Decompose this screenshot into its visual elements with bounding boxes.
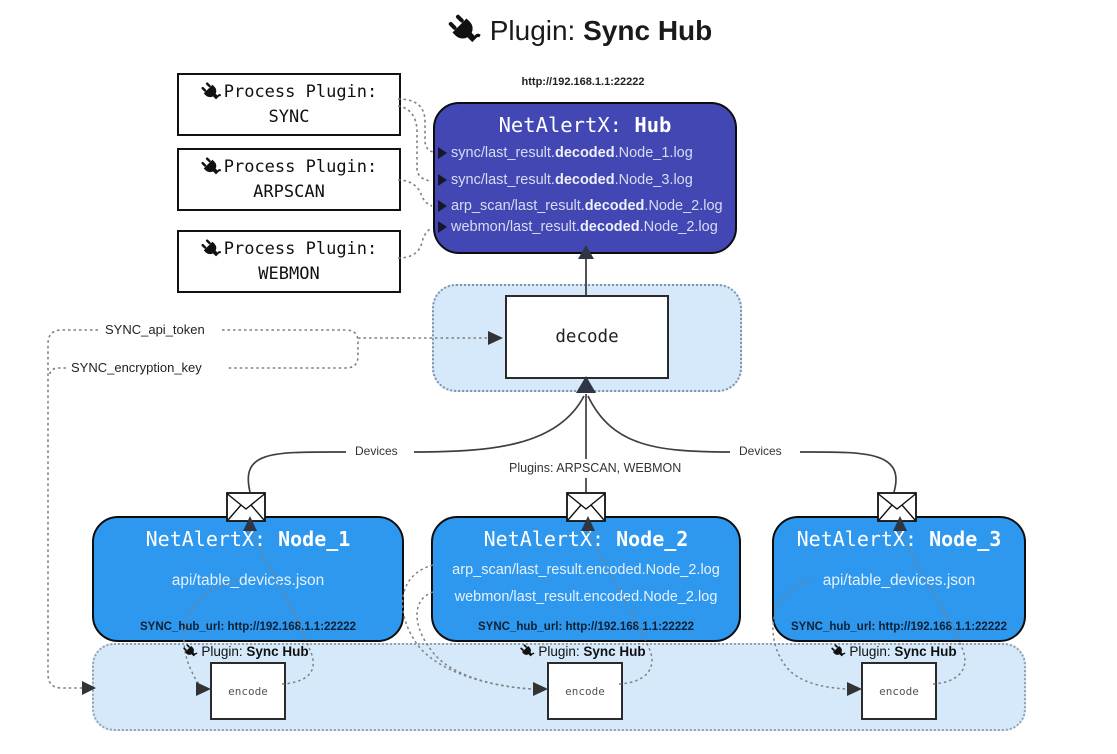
encode-box-2: encode (547, 662, 623, 720)
edge-nodes-to-decode (247, 394, 897, 493)
process-plugin-label: Process Plugin: (223, 238, 378, 259)
encode-label: encode (879, 684, 919, 698)
plug-icon (183, 644, 199, 659)
node-box-2: NetAlertX: Node_2 arp_scan/last_result.e… (431, 516, 741, 642)
hub-title-prefix: NetAlertX: (498, 113, 635, 137)
arrowhead-icon (438, 174, 447, 186)
node-file-line: arp_scan/last_result.encoded.Node_2.log (452, 562, 720, 578)
node-box-3: NetAlertX: Node_3 api/table_devices.json… (772, 516, 1026, 642)
node-box-1: NetAlertX: Node_1 api/table_devices.json… (92, 516, 404, 642)
process-plugin-label: Process Plugin: (223, 156, 378, 177)
arrowhead-icon (438, 221, 447, 233)
node-hub-url: SYNC_hub_url: http://192.168.1.1:22222 (139, 621, 357, 633)
edge-label-plugins: Plugins: ARPSCAN, WEBMON (506, 461, 685, 475)
process-plugin-box-webmon: Process Plugin: WEBMON (177, 230, 401, 293)
hub-url: http://192.168.1.1:22222 (521, 76, 645, 88)
node-file-line: webmon/last_result.encoded.Node_2.log (454, 589, 718, 605)
node-title: NetAlertX: Node_2 (483, 527, 689, 551)
encode-label: encode (228, 684, 268, 698)
encode-box-3: encode (861, 662, 937, 720)
hub-box: NetAlertX: Hub sync/last_result.decoded.… (433, 102, 737, 254)
node-file-line: api/table_devices.json (171, 572, 325, 589)
process-plugin-name: ARPSCAN (253, 181, 325, 202)
node-file-line: api/table_devices.json (822, 572, 976, 589)
edge-label-devices-left: Devices (352, 444, 401, 458)
edge-label-devices-right: Devices (736, 444, 785, 458)
bar-plugin-label: Plugin: Sync Hub (809, 644, 979, 659)
encode-box-1: encode (210, 662, 286, 720)
hub-log-line: sync/last_result.decoded.Node_1.log (438, 145, 731, 161)
node-hub-url: SYNC_hub_url: http://192.168.1.1:22222 (790, 621, 1008, 633)
encode-label: encode (565, 684, 605, 698)
page-title: Plugin: Sync Hub (0, 14, 1117, 48)
process-plugin-box-sync: Process Plugin: SYNC (177, 73, 401, 136)
page-title-name: Sync Hub (583, 15, 713, 46)
hub-title-name: Hub (634, 113, 672, 137)
edge-label-sync-encryption-key: SYNC_encryption_key (68, 360, 205, 375)
hub-title: NetAlertX: Hub (435, 113, 735, 137)
hub-log-line: arp_scan/last_result.decoded.Node_2.log (438, 198, 731, 214)
bar-plugin-label: Plugin: Sync Hub (161, 644, 331, 659)
node-title: NetAlertX: Node_1 (145, 527, 351, 551)
node-title: NetAlertX: Node_3 (796, 527, 1002, 551)
process-plugin-name: WEBMON (258, 263, 320, 284)
decode-label: decode (555, 327, 619, 347)
plug-icon (200, 156, 222, 178)
process-plugin-name: SYNC (268, 106, 310, 127)
envelope-icon (226, 492, 266, 522)
process-plugin-box-arpscan: Process Plugin: ARPSCAN (177, 148, 401, 211)
arrowhead-icon (438, 200, 447, 212)
page-title-prefix: Plugin: (489, 15, 584, 46)
node-hub-url: SYNC_hub_url: http://192.168.1.1:22222 (477, 621, 695, 633)
envelope-icon (566, 492, 606, 522)
hub-log-line: webmon/last_result.decoded.Node_2.log (438, 219, 731, 235)
hub-log-line: sync/last_result.decoded.Node_3.log (438, 172, 731, 188)
plug-icon (200, 81, 222, 103)
edge-process-plugins-to-hub (397, 98, 434, 259)
plug-icon (520, 644, 536, 659)
arrowhead-icon (438, 147, 447, 159)
decode-box: decode (505, 295, 669, 379)
plug-icon (200, 238, 222, 260)
plug-icon (447, 14, 482, 48)
edge-label-sync-api-token: SYNC_api_token (102, 322, 208, 337)
process-plugin-label: Process Plugin: (223, 81, 378, 102)
bar-plugin-label: Plugin: Sync Hub (498, 644, 668, 659)
plug-icon (831, 644, 847, 659)
envelope-icon (877, 492, 917, 522)
